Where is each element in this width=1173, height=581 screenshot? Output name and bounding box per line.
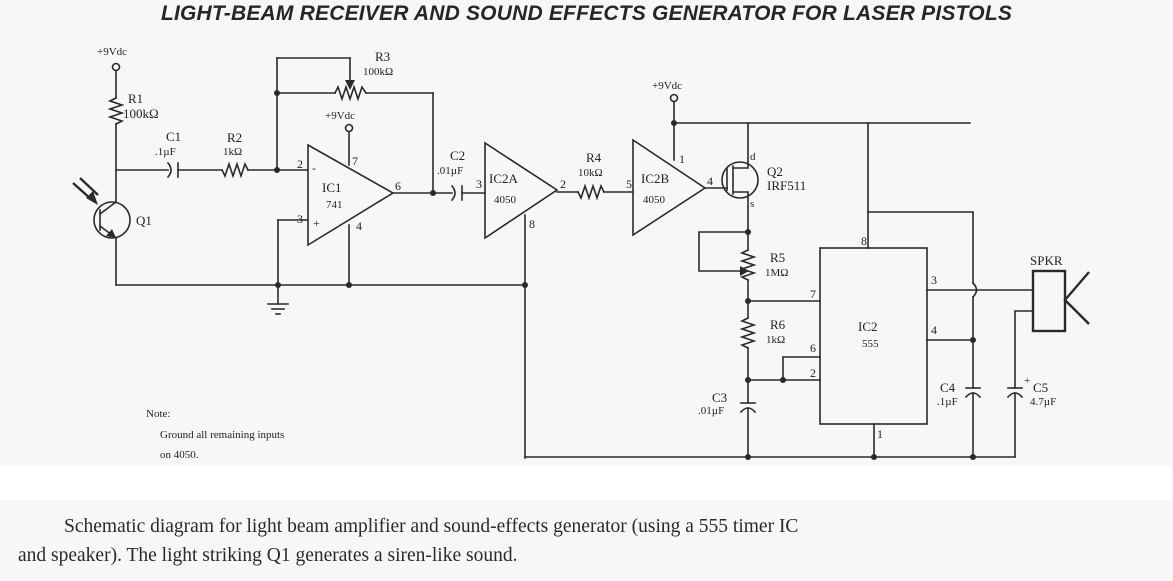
svg-text:+9Vdc: +9Vdc: [325, 110, 355, 122]
svg-text:.1µF: .1µF: [937, 396, 958, 408]
svg-text:10kΩ: 10kΩ: [578, 167, 603, 179]
svg-text:4: 4: [707, 174, 713, 188]
capacitor-c4: C4 .1µF: [937, 380, 982, 408]
phototransistor-q1: Q1: [72, 177, 152, 240]
note-heading: Note:: [146, 408, 170, 420]
svg-text:.01µF: .01µF: [698, 405, 724, 417]
svg-text:R2: R2: [227, 130, 242, 145]
svg-text:100kΩ: 100kΩ: [363, 66, 393, 78]
svg-text:+9Vdc: +9Vdc: [652, 80, 682, 92]
svg-text:+: +: [313, 216, 320, 230]
svg-text:Q1: Q1: [136, 213, 152, 228]
svg-text:R3: R3: [375, 49, 390, 64]
svg-text:.01µF: .01µF: [437, 165, 463, 177]
svg-text:8: 8: [529, 217, 535, 231]
svg-text:4: 4: [931, 323, 937, 337]
figure-caption: Schematic diagram for light beam amplifi…: [18, 512, 1158, 570]
svg-text:s: s: [750, 198, 754, 210]
svg-text:IRF511: IRF511: [767, 178, 806, 193]
timer-ic2: IC2 555 8 7 6 2 3 4 1: [810, 234, 937, 441]
resistor-r4: R4 10kΩ: [576, 150, 606, 201]
svg-text:555: 555: [862, 338, 879, 350]
schematic-diagram: +9Vdc R1 100kΩ C1 .1µF R2 1kΩ Q1: [72, 46, 1090, 461]
capacitor-c5: + C5 4.7µF: [1006, 375, 1056, 408]
svg-text:IC2B: IC2B: [641, 171, 670, 186]
svg-text:1kΩ: 1kΩ: [223, 146, 242, 158]
svg-text:IC1: IC1: [322, 180, 342, 195]
mosfet-q2: d s Q2 IRF511: [721, 122, 806, 233]
svg-text:3: 3: [297, 212, 303, 226]
buffer-ic2a: IC2A 4050 3 2 8: [476, 141, 566, 240]
svg-text:-: -: [312, 161, 316, 175]
resistor-r2: R2 1kΩ: [220, 130, 250, 179]
opamp-ic1: IC1 741 2 - 3 + 6 7 4: [297, 143, 401, 247]
capacitor-c3: C3 .01µF: [698, 390, 757, 417]
svg-text:R1: R1: [128, 91, 143, 106]
svg-text:2: 2: [560, 177, 566, 191]
supply-label: +9Vdc: [97, 46, 127, 58]
buffer-ic2b: IC2B 4050 5 4 1: [626, 138, 713, 237]
ground-symbol-icon: [267, 303, 289, 315]
note-line-1: Ground all remaining inputs: [160, 429, 284, 441]
light-arrows-icon: [72, 177, 99, 205]
svg-text:4.7µF: 4.7µF: [1030, 396, 1056, 408]
figure-title: LIGHT-BEAM RECEIVER AND SOUND EFFECTS GE…: [160, 2, 1013, 25]
capacitor-c2: C2 .01µF: [437, 148, 465, 202]
svg-text:d: d: [750, 151, 756, 163]
svg-text:7: 7: [352, 154, 358, 168]
caption-line-1: Schematic diagram for light beam amplifi…: [64, 516, 799, 537]
resistor-r6: R6 1kΩ: [739, 316, 786, 350]
svg-text:4050: 4050: [643, 194, 666, 206]
svg-text:C3: C3: [712, 390, 727, 405]
svg-text:3: 3: [931, 273, 937, 287]
svg-text:R6: R6: [770, 317, 786, 332]
note-block: Note: Ground all remaining inputs on 405…: [146, 408, 284, 461]
speaker-spkr: SPKR: [1030, 253, 1090, 333]
svg-text:8: 8: [861, 234, 867, 248]
svg-text:C1: C1: [166, 129, 181, 144]
svg-text:IC2A: IC2A: [489, 171, 519, 186]
svg-text:741: 741: [326, 199, 343, 211]
note-line-2: on 4050.: [160, 449, 199, 461]
svg-text:.1µF: .1µF: [155, 146, 176, 158]
svg-text:2: 2: [297, 157, 303, 171]
svg-text:SPKR: SPKR: [1030, 253, 1063, 268]
svg-text:7: 7: [810, 287, 816, 301]
svg-text:1kΩ: 1kΩ: [766, 334, 785, 346]
caption-line-2: and speaker). The light striking Q1 gene…: [18, 545, 518, 566]
svg-text:4: 4: [356, 219, 362, 233]
svg-text:100kΩ: 100kΩ: [123, 106, 159, 121]
supply-terminal-r1: +9Vdc: [97, 46, 127, 72]
svg-text:3: 3: [476, 177, 482, 191]
svg-text:6: 6: [810, 341, 816, 355]
svg-text:+: +: [1024, 375, 1030, 387]
svg-text:2: 2: [810, 366, 816, 380]
svg-text:C4: C4: [940, 380, 956, 395]
supply-terminal-ic1: +9Vdc: [325, 110, 355, 133]
svg-text:4050: 4050: [494, 194, 517, 206]
caption-panel: [0, 500, 1173, 581]
svg-text:C5: C5: [1033, 380, 1048, 395]
svg-text:6: 6: [395, 179, 401, 193]
svg-text:5: 5: [626, 177, 632, 191]
potentiometer-r5: R5 1MΩ: [739, 248, 788, 282]
supply-terminal-ic2b: +9Vdc: [652, 80, 682, 103]
svg-text:1MΩ: 1MΩ: [765, 267, 788, 279]
potentiometer-r3: R3 100kΩ: [333, 49, 393, 102]
svg-text:IC2: IC2: [858, 319, 878, 334]
svg-text:C2: C2: [450, 148, 465, 163]
resistor-r1: R1 100kΩ: [107, 91, 159, 126]
svg-text:1: 1: [679, 152, 685, 166]
capacitor-c1: C1 .1µF: [155, 129, 181, 179]
svg-text:1: 1: [877, 427, 883, 441]
svg-text:R5: R5: [770, 250, 785, 265]
svg-text:Q2: Q2: [767, 164, 783, 179]
svg-text:R4: R4: [586, 150, 602, 165]
